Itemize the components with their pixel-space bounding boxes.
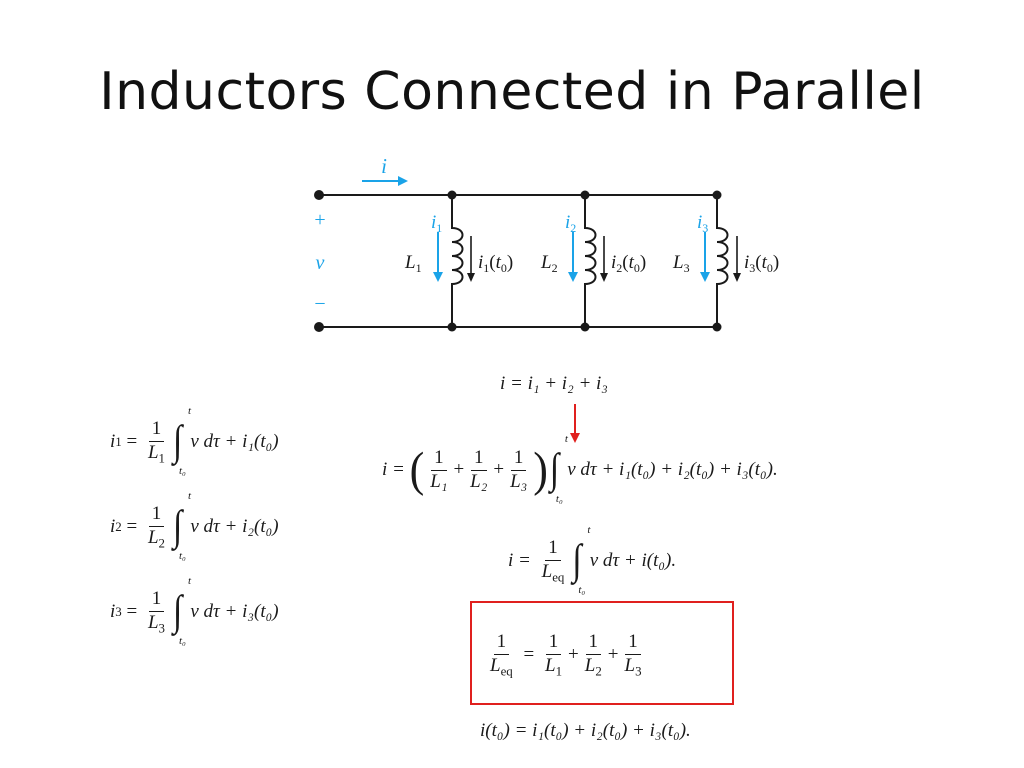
inductor-2 bbox=[584, 195, 597, 327]
highlight-box bbox=[470, 601, 734, 705]
voltage-label-v: v bbox=[316, 252, 325, 274]
bottom-terminal bbox=[314, 322, 324, 332]
inductor-label-2: L2 bbox=[540, 252, 558, 275]
initial-current-arrow-1 bbox=[467, 236, 475, 282]
initial-current-label-2: i2(t0) bbox=[611, 252, 646, 275]
branch-current-arrow-3 bbox=[700, 232, 710, 282]
initial-current-arrow-2 bbox=[600, 236, 608, 282]
plus-sign: + bbox=[314, 209, 325, 231]
initial-condition-equation: i(t₀) = i₁(t₀) + i₂(t₀) + i₃(t₀). bbox=[480, 720, 691, 741]
inductor-1 bbox=[451, 195, 464, 327]
current-label-i: i bbox=[381, 154, 387, 178]
inductor-label-3: L3 bbox=[672, 252, 690, 275]
branch-current-label-2: i2 bbox=[565, 212, 576, 235]
inductor-label-1: L1 bbox=[404, 252, 422, 275]
slide-title: Inductors Connected in Parallel bbox=[99, 62, 925, 122]
branch-current-arrow-2 bbox=[568, 232, 578, 282]
red-down-arrow bbox=[570, 404, 580, 443]
initial-current-label-3: i3(t0) bbox=[744, 252, 779, 275]
kcl-equation: i = i₁ + i₂ + i₃ bbox=[500, 373, 608, 394]
current-arrow-i bbox=[362, 176, 408, 186]
branch-current-label-1: i1 bbox=[431, 212, 442, 235]
branch-current-arrow-1 bbox=[433, 232, 443, 282]
initial-current-arrow-3 bbox=[733, 236, 741, 282]
parallel-inductor-circuit: i + v − i1 L1 i1(t0) i2 L2 i2(t0) i3 L3 … bbox=[314, 154, 779, 332]
top-terminal bbox=[314, 190, 324, 200]
inductor-3 bbox=[716, 195, 729, 327]
branch-current-label-3: i3 bbox=[697, 212, 708, 235]
initial-current-label-1: i1(t0) bbox=[478, 252, 513, 275]
minus-sign: − bbox=[314, 293, 325, 315]
